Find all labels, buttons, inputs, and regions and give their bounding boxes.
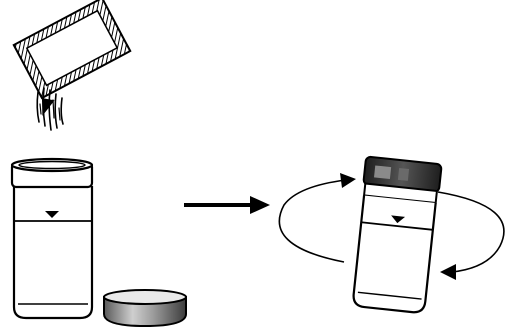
right-arrow-icon xyxy=(184,196,270,214)
open-sample-vial-icon xyxy=(10,157,94,320)
rotation-arrows-icon xyxy=(278,173,505,280)
falling-powder-icon xyxy=(36,87,64,131)
powder-pillow-icon xyxy=(12,0,132,116)
capped-sample-vial-icon xyxy=(352,155,443,314)
vial-cap-icon xyxy=(103,289,187,328)
